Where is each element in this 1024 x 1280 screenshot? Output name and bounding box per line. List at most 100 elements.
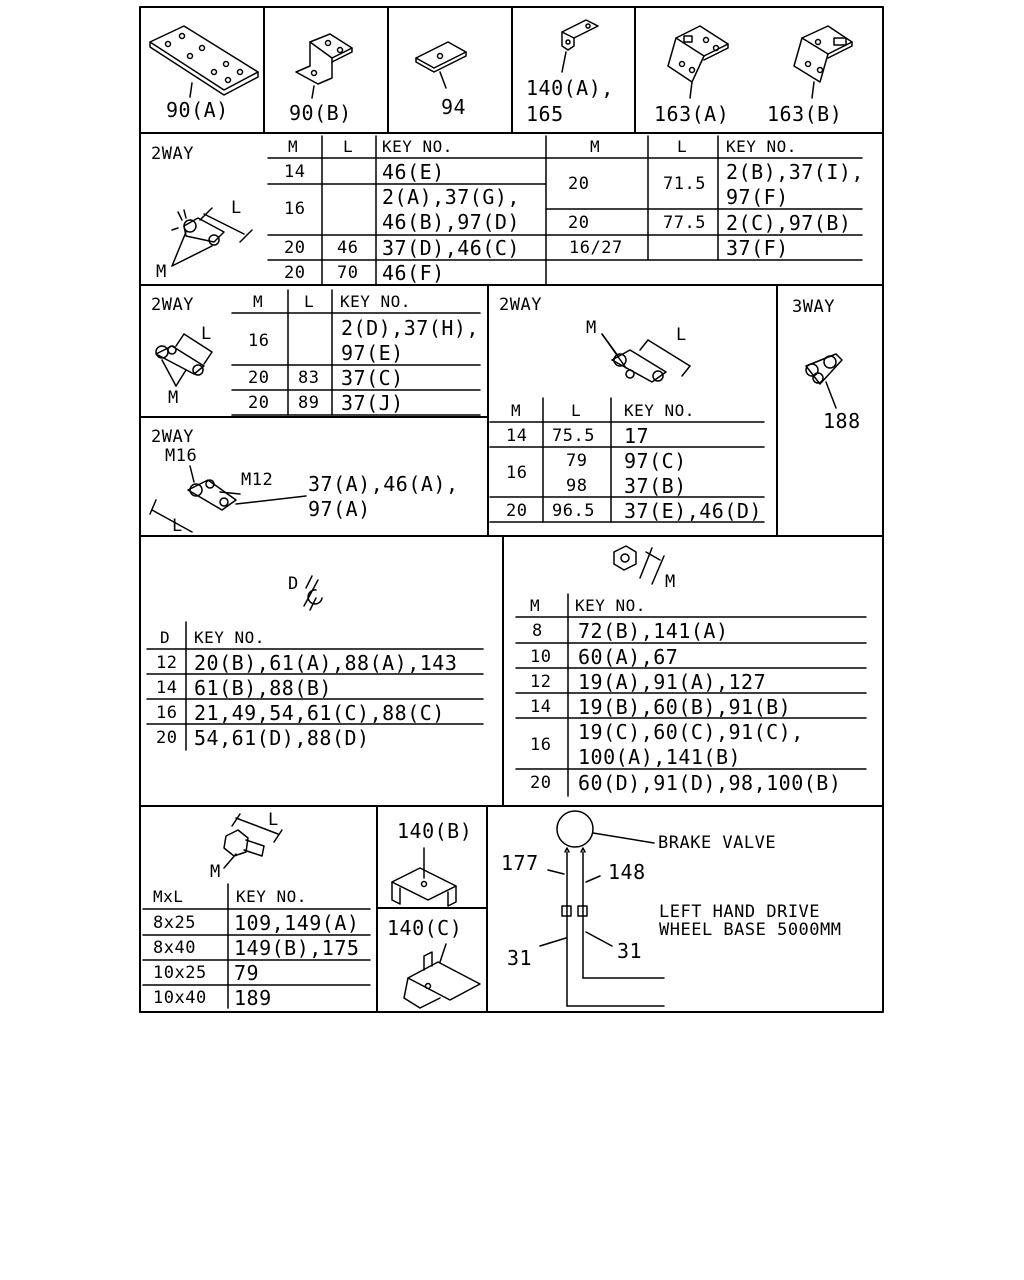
conn1-r2-m: 16 [284,199,306,219]
nuts-col-key: KEY NO. [575,596,646,615]
nuts-col-m: M [530,596,541,615]
conn2-title: 2WAY [151,295,194,315]
clips-r3-d: 16 [156,703,178,723]
conn1-col-key-right: KEY NO. [726,137,797,156]
nuts-r6-key: 60(D),91(D),98,100(B) [578,771,842,795]
conn4-r4-m: 20 [506,501,528,521]
label-bracket-140c: 140(C) [387,916,463,940]
conn1-rr2-l: 77.5 [663,213,706,233]
conn1-col-m-right: M [590,137,601,156]
conn1-rr3-m: 16/27 [569,238,623,258]
clip-dim-d: D [288,574,299,594]
bolts-col-key: KEY NO. [236,887,307,906]
conn1-drawing [171,207,253,267]
conn4-r1-m: 14 [506,426,528,446]
clip-drawing [303,575,323,611]
bracket-94-drawing [415,41,467,89]
conn5-key: 188 [823,409,861,433]
conn4-r4-l: 96.5 [552,501,595,521]
conn1-r1-key: 46(E) [382,160,445,184]
conn2-r1-key-2: 97(E) [341,341,404,365]
conn4-r2-l: 79 [566,451,588,471]
label-bracket-140b: 140(B) [397,819,473,843]
conn1-r3-m: 20 [284,238,306,258]
conn2-table-lines [231,289,481,416]
bracket-90a-drawing [149,25,259,98]
conn4-r1-l: 75.5 [552,426,595,446]
conn1-col-l-right: L [677,137,688,156]
clips-table-lines [146,621,484,751]
bracket-90b-drawing [295,33,353,99]
conn3-dim-l: L [172,516,183,536]
bracket-140a-drawing [561,19,599,73]
conn3-key-2: 97(A) [308,497,371,521]
conn4-r3-key: 37(B) [624,474,687,498]
bolts-table-lines [142,883,371,1009]
nuts-r2-m: 10 [530,647,552,667]
clips-r2-d: 14 [156,678,178,698]
conn5-title: 3WAY [792,297,835,317]
conn4-title: 2WAY [499,295,542,315]
label-brake-valve: BRAKE VALVE [658,833,777,853]
conn1-rr1-m: 20 [568,174,590,194]
clips-col-d: D [160,628,171,647]
nuts-r1-key: 72(B),141(A) [578,619,729,643]
bracket-140b-drawing [391,847,457,907]
bolts-r1-ml: 8x25 [153,913,196,933]
conn1-rr1-key-2: 97(F) [726,185,789,209]
nuts-r5-key-1: 19(C),60(C),91(C), [578,720,804,744]
nuts-r2-key: 60(A),67 [578,645,679,669]
nuts-r5-m: 16 [530,735,552,755]
label-part-148: 148 [608,860,646,884]
conn5-drawing [805,353,843,409]
nuts-r5-key-2: 100(A),141(B) [578,745,742,769]
conn1-dim-l: L [231,198,242,218]
label-wheel-base: WHEEL BASE 5000MM [659,920,842,940]
conn4-r2-key: 97(C) [624,449,687,473]
bolts-r3-key: 79 [234,961,260,985]
conn4-col-l: L [571,401,582,420]
conn4-r3-l: 98 [566,476,588,496]
conn1-r4-m: 20 [284,263,306,283]
conn4-dim-l: L [676,325,687,345]
nuts-r3-key: 19(A),91(A),127 [578,670,767,694]
label-part-177: 177 [501,851,539,875]
nuts-r4-m: 14 [530,697,552,717]
nut-dim-m: M [665,572,676,592]
nuts-r1-m: 8 [532,621,543,641]
conn1-rr1-key-1: 2(B),37(I), [726,160,864,184]
clips-r1-d: 12 [156,653,178,673]
conn1-r2-key-2: 46(B),97(D) [382,210,520,234]
conn2-drawing [155,333,213,387]
bracket-163b-drawing [793,25,853,99]
conn1-r3-l: 46 [337,238,359,258]
conn2-col-key: KEY NO. [340,292,411,311]
conn4-table-lines [489,397,765,523]
bolts-r2-ml: 8x40 [153,938,196,958]
label-bracket-163a: 163(A) [654,102,730,126]
conn2-r1-key-1: 2(D),37(H), [341,316,479,340]
conn2-r3-l: 89 [298,393,320,413]
bracket-163a-drawing [667,25,729,99]
conn2-dim-m: M [168,388,179,408]
label-bracket-140a: 140(A), [526,76,614,100]
conn3-dim-m12: M12 [241,470,274,490]
bracket-140c-drawing [403,943,481,1009]
conn1-col-l: L [343,137,354,156]
conn4-r2-m: 16 [506,463,528,483]
conn3-drawing [149,465,307,533]
clips-col-key: KEY NO. [194,628,265,647]
conn1-title: 2WAY [151,144,194,164]
bolts-r2-key: 149(B),175 [234,936,360,960]
bolt-drawing [223,813,283,869]
conn1-rr2-key: 2(C),97(B) [726,211,852,235]
nuts-table-lines [515,593,867,797]
conn2-dim-l: L [201,324,212,344]
bolts-r4-key: 189 [234,986,272,1010]
conn1-r3-key: 37(D),46(C) [382,236,520,260]
conn3-key-1: 37(A),46(A), [308,472,459,496]
conn3-dim-m16: M16 [165,446,198,466]
nut-drawing [613,545,665,585]
